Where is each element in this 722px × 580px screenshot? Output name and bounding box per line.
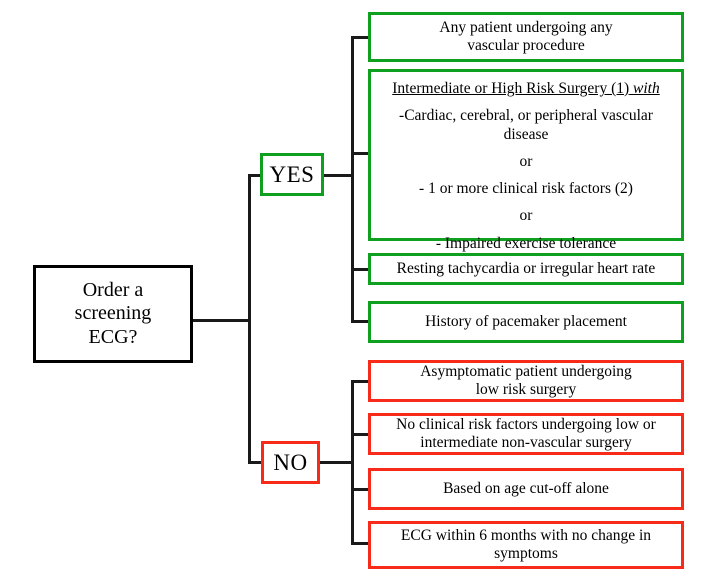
connector-yes-to-trunk xyxy=(324,174,354,177)
outcome-asymptomatic-low-risk[interactable]: Asymptomatic patient undergoing low risk… xyxy=(368,360,684,402)
outcome-line-2: symptoms xyxy=(494,545,558,562)
criteria-heading-with: with xyxy=(633,80,660,97)
connector-no-stub-3 xyxy=(351,488,370,491)
criteria-heading: Intermediate or High Risk Surgery (1) wi… xyxy=(381,80,671,98)
outcome-line-1: Based on age cut-off alone xyxy=(443,479,609,497)
outcome-line-2: vascular procedure xyxy=(467,37,585,54)
connector-spine-to-no xyxy=(248,461,262,464)
outcome-line-1: ECG within 6 months with no change in xyxy=(400,526,652,544)
criteria-item-1-line-1: -Cardiac, cerebral, or peripheral vascul… xyxy=(399,107,653,125)
connector-spine-to-yes xyxy=(248,174,262,177)
outcome-line-1: Resting tachycardia or irregular heart r… xyxy=(396,259,656,277)
connector-yes-stub-1 xyxy=(351,36,370,39)
outcome-line-2: low risk surgery xyxy=(475,381,577,398)
root-question-line-2: screening xyxy=(74,302,152,325)
decision-yes-box[interactable]: YES xyxy=(260,153,324,196)
outcome-resting-tachycardia[interactable]: Resting tachycardia or irregular heart r… xyxy=(368,253,684,285)
connector-yes-stub-3 xyxy=(351,268,370,271)
outcome-pacemaker-history[interactable]: History of pacemaker placement xyxy=(368,301,684,343)
outcome-any-vascular-procedure[interactable]: Any patient undergoing any vascular proc… xyxy=(368,12,684,62)
connector-no-trunk xyxy=(351,380,354,545)
decision-yes-label: YES xyxy=(269,161,315,187)
outcome-line-1: Any patient undergoing any xyxy=(439,18,613,36)
criteria-item-2: - 1 or more clinical risk factors (2) xyxy=(419,180,633,198)
root-question-line-3: ECG? xyxy=(88,325,138,348)
criteria-conjunction-2: or xyxy=(519,207,533,225)
outcome-no-risk-factors-non-vascular[interactable]: No clinical risk factors undergoing low … xyxy=(368,413,684,455)
decision-no-label: NO xyxy=(273,449,308,475)
criteria-item-3: - Impaired exercise tolerance xyxy=(435,234,617,252)
outcome-intermediate-high-risk-surgery[interactable]: Intermediate or High Risk Surgery (1) wi… xyxy=(368,69,684,252)
outcome-line-1: Asymptomatic patient undergoing xyxy=(420,362,632,380)
outcome-line-2: intermediate non-vascular surgery xyxy=(420,434,632,451)
connector-yes-trunk xyxy=(351,36,354,322)
decision-no-box[interactable]: NO xyxy=(261,441,320,484)
connector-root-to-spine xyxy=(193,319,251,322)
outcome-line-1: No clinical risk factors undergoing low … xyxy=(396,415,656,433)
connector-yes-stub-4 xyxy=(351,320,370,323)
criteria-conjunction-1: or xyxy=(519,152,533,170)
connector-no-stub-1 xyxy=(351,380,370,383)
connector-main-spine xyxy=(248,174,251,463)
criteria-item-1-line-2: disease xyxy=(503,125,549,143)
connector-no-to-trunk xyxy=(320,461,354,464)
connector-no-stub-2 xyxy=(351,433,370,436)
root-question-line-1: Order a xyxy=(82,278,144,301)
root-question-box[interactable]: Order a screening ECG? xyxy=(33,265,193,363)
outcome-age-cutoff[interactable]: Based on age cut-off alone xyxy=(368,468,684,510)
outcome-line-1: History of pacemaker placement xyxy=(425,312,627,330)
connector-no-stub-4 xyxy=(351,542,370,545)
connector-yes-stub-2 xyxy=(351,152,370,155)
criteria-heading-main: Intermediate or High Risk Surgery (1) xyxy=(392,80,630,97)
outcome-recent-ecg[interactable]: ECG within 6 months with no change in sy… xyxy=(368,521,684,569)
